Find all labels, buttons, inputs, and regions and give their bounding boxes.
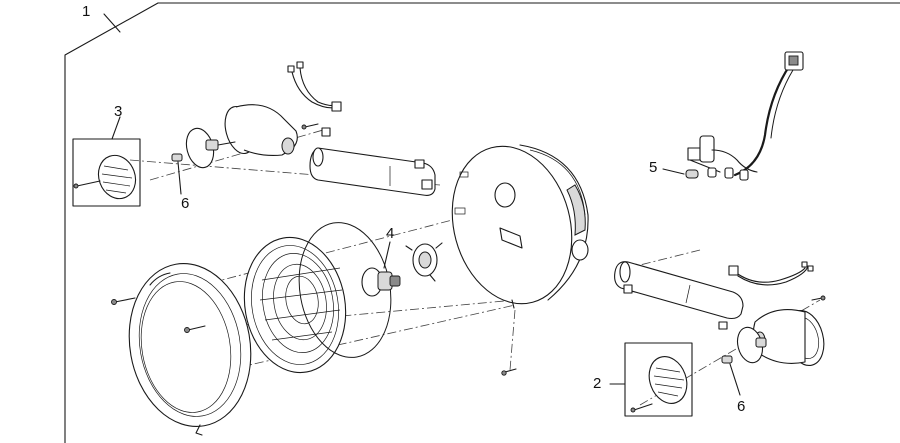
right-signal-bulb — [721, 355, 741, 396]
callout-6-left: 6 — [181, 195, 189, 212]
left-signal-wires — [287, 61, 342, 112]
callout-6-right: 6 — [737, 398, 745, 415]
left-signal-bulb — [171, 153, 183, 195]
callout-5: 5 — [649, 159, 657, 176]
left-turn-signal-housing — [224, 104, 298, 156]
callout-1-leader — [103, 13, 121, 33]
shell-mount-screw — [501, 368, 517, 376]
wiring-harness — [662, 51, 804, 181]
left-signal-lens-box — [72, 116, 141, 207]
kit-border — [64, 2, 900, 443]
right-signal-socket — [736, 326, 767, 364]
callout-4: 4 — [386, 225, 394, 242]
right-mount-arm — [614, 261, 744, 320]
left-mount-arm — [301, 123, 436, 196]
headlight-shell — [451, 144, 589, 309]
rim-screw-left — [111, 297, 136, 305]
headlight-rim — [128, 263, 252, 436]
bulb-retainer — [405, 242, 443, 282]
callout-3: 3 — [114, 103, 122, 120]
rim-screw-center — [184, 325, 206, 333]
left-signal-socket — [185, 127, 236, 169]
right-signal-lens-box — [609, 342, 693, 417]
callout-2: 2 — [593, 375, 601, 392]
right-signal-wires — [728, 261, 826, 301]
callout-1: 1 — [82, 3, 90, 20]
headlight-bulb — [361, 241, 401, 297]
headlight-lens — [243, 236, 347, 374]
